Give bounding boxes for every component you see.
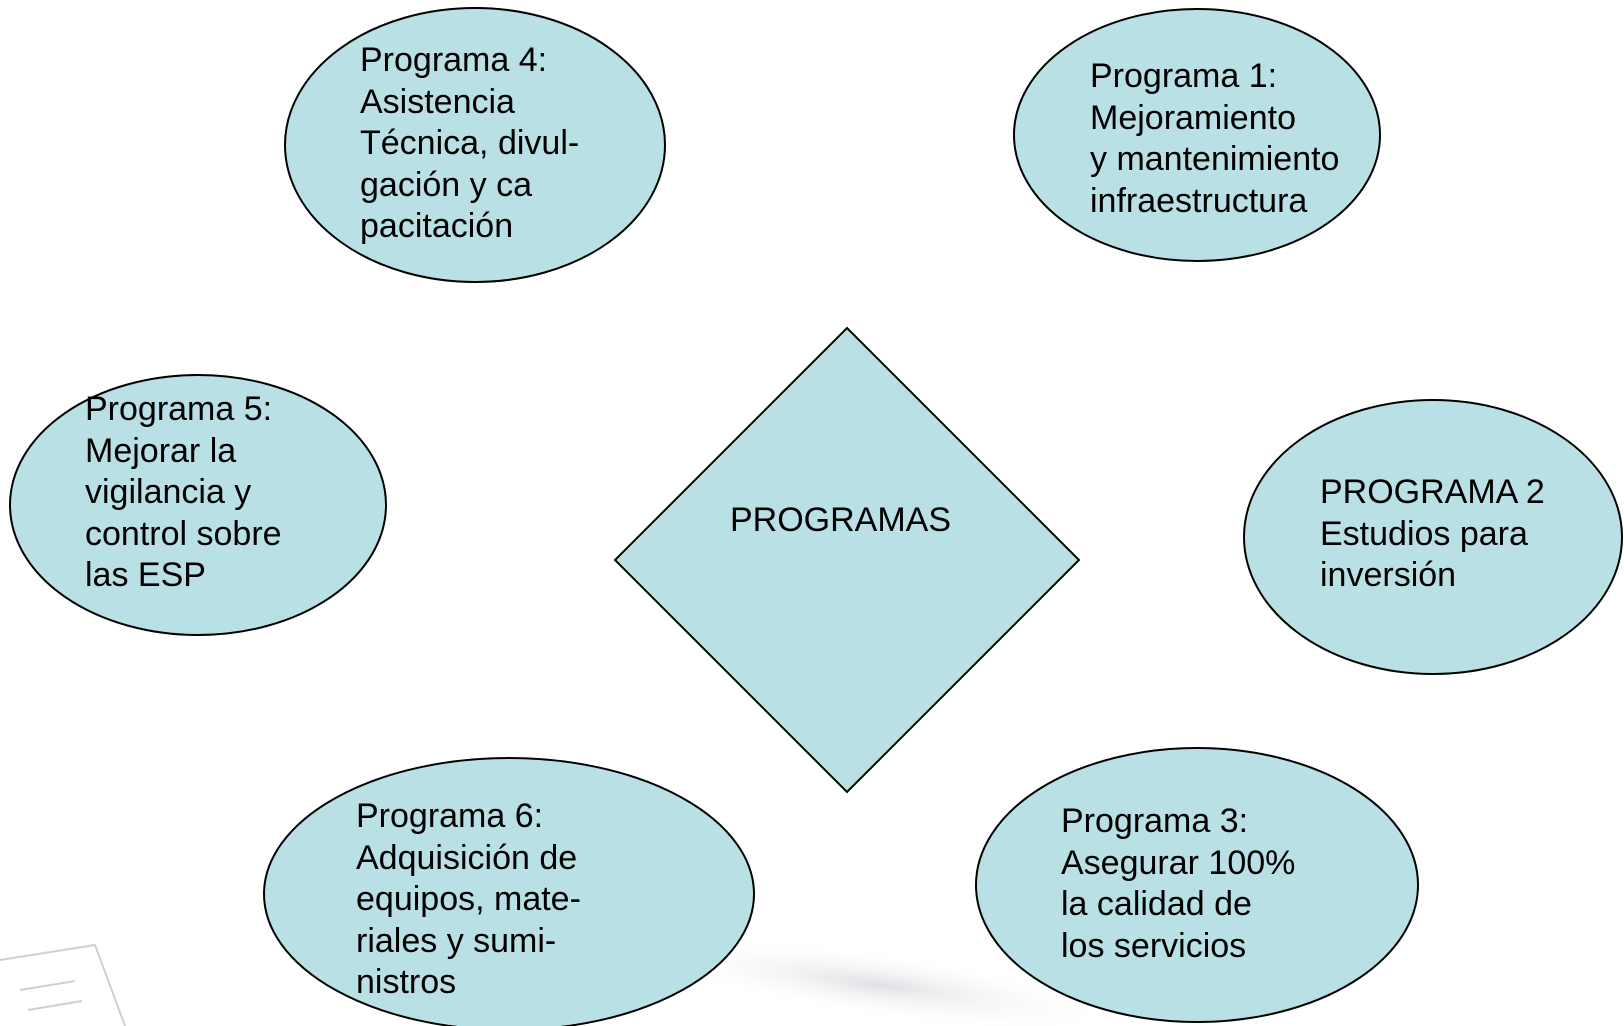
node-label-line: Mejorar la <box>85 431 237 470</box>
node-label-programa-2: PROGRAMA 2 Estudios para inversión <box>1320 472 1545 597</box>
node-label-programa-6: Programa 6: Adquisición de equipos, mate… <box>356 796 581 1004</box>
node-label-line: Técnica, divul- <box>360 124 580 162</box>
node-label-line: vigilancia y <box>85 473 252 511</box>
node-ellipse-programa-5 <box>9 374 387 636</box>
node-label-line: Asistencia <box>360 82 515 121</box>
document-corner-icon <box>0 943 126 1026</box>
node-label-line: Programa 4: <box>360 41 548 79</box>
node-ellipse-programa-2 <box>1243 399 1623 675</box>
node-label-line: Estudios para <box>1320 514 1528 553</box>
node-label-line: equipos, mate- <box>356 880 581 918</box>
center-diamond <box>613 326 1081 794</box>
node-label-line: Programa 6: <box>356 797 544 835</box>
node-label-line: Programa 5: <box>85 390 273 428</box>
node-label-programa-5: Programa 5: Mejorar la vigilancia y cont… <box>85 389 282 597</box>
node-label-line: nistros <box>356 963 457 1001</box>
node-ellipse-programa-6 <box>263 757 755 1026</box>
node-label-line: Programa 3: <box>1061 802 1249 840</box>
node-label-line: pacitación <box>360 207 514 245</box>
node-label-line: Adquisición de <box>356 838 578 877</box>
node-label-line: infraestructura <box>1090 181 1308 220</box>
node-label-line: Programa 1: <box>1090 57 1278 95</box>
node-label-line: inversión <box>1320 556 1457 594</box>
node-label-line: riales y sumi- <box>356 921 557 960</box>
node-label-line: Mejoramiento <box>1090 98 1296 137</box>
node-ellipse-programa-3 <box>975 747 1419 1023</box>
node-label-line: control sobre <box>85 514 282 553</box>
node-label-line: los servicios <box>1061 926 1247 965</box>
swoosh-shadow <box>642 937 1118 1026</box>
node-label-programa-4: Programa 4: Asistencia Técnica, divul- g… <box>360 40 579 248</box>
node-label-line: las ESP <box>85 556 206 594</box>
node-label-line: y mantenimiento <box>1090 140 1340 178</box>
node-label-programa-1: Programa 1: Mejoramiento y mantenimiento… <box>1090 56 1339 222</box>
center-label: PROGRAMAS <box>730 501 952 539</box>
node-ellipse-programa-4 <box>284 7 666 283</box>
node-label-programa-3: Programa 3: Asegurar 100% la calidad de … <box>1061 801 1295 967</box>
node-label-line: PROGRAMA 2 <box>1320 473 1545 511</box>
node-label-line: la calidad de <box>1061 885 1252 923</box>
node-label-line: gación y ca <box>360 165 532 204</box>
node-ellipse-programa-1 <box>1013 8 1381 262</box>
node-label-line: Asegurar 100% <box>1061 843 1296 882</box>
